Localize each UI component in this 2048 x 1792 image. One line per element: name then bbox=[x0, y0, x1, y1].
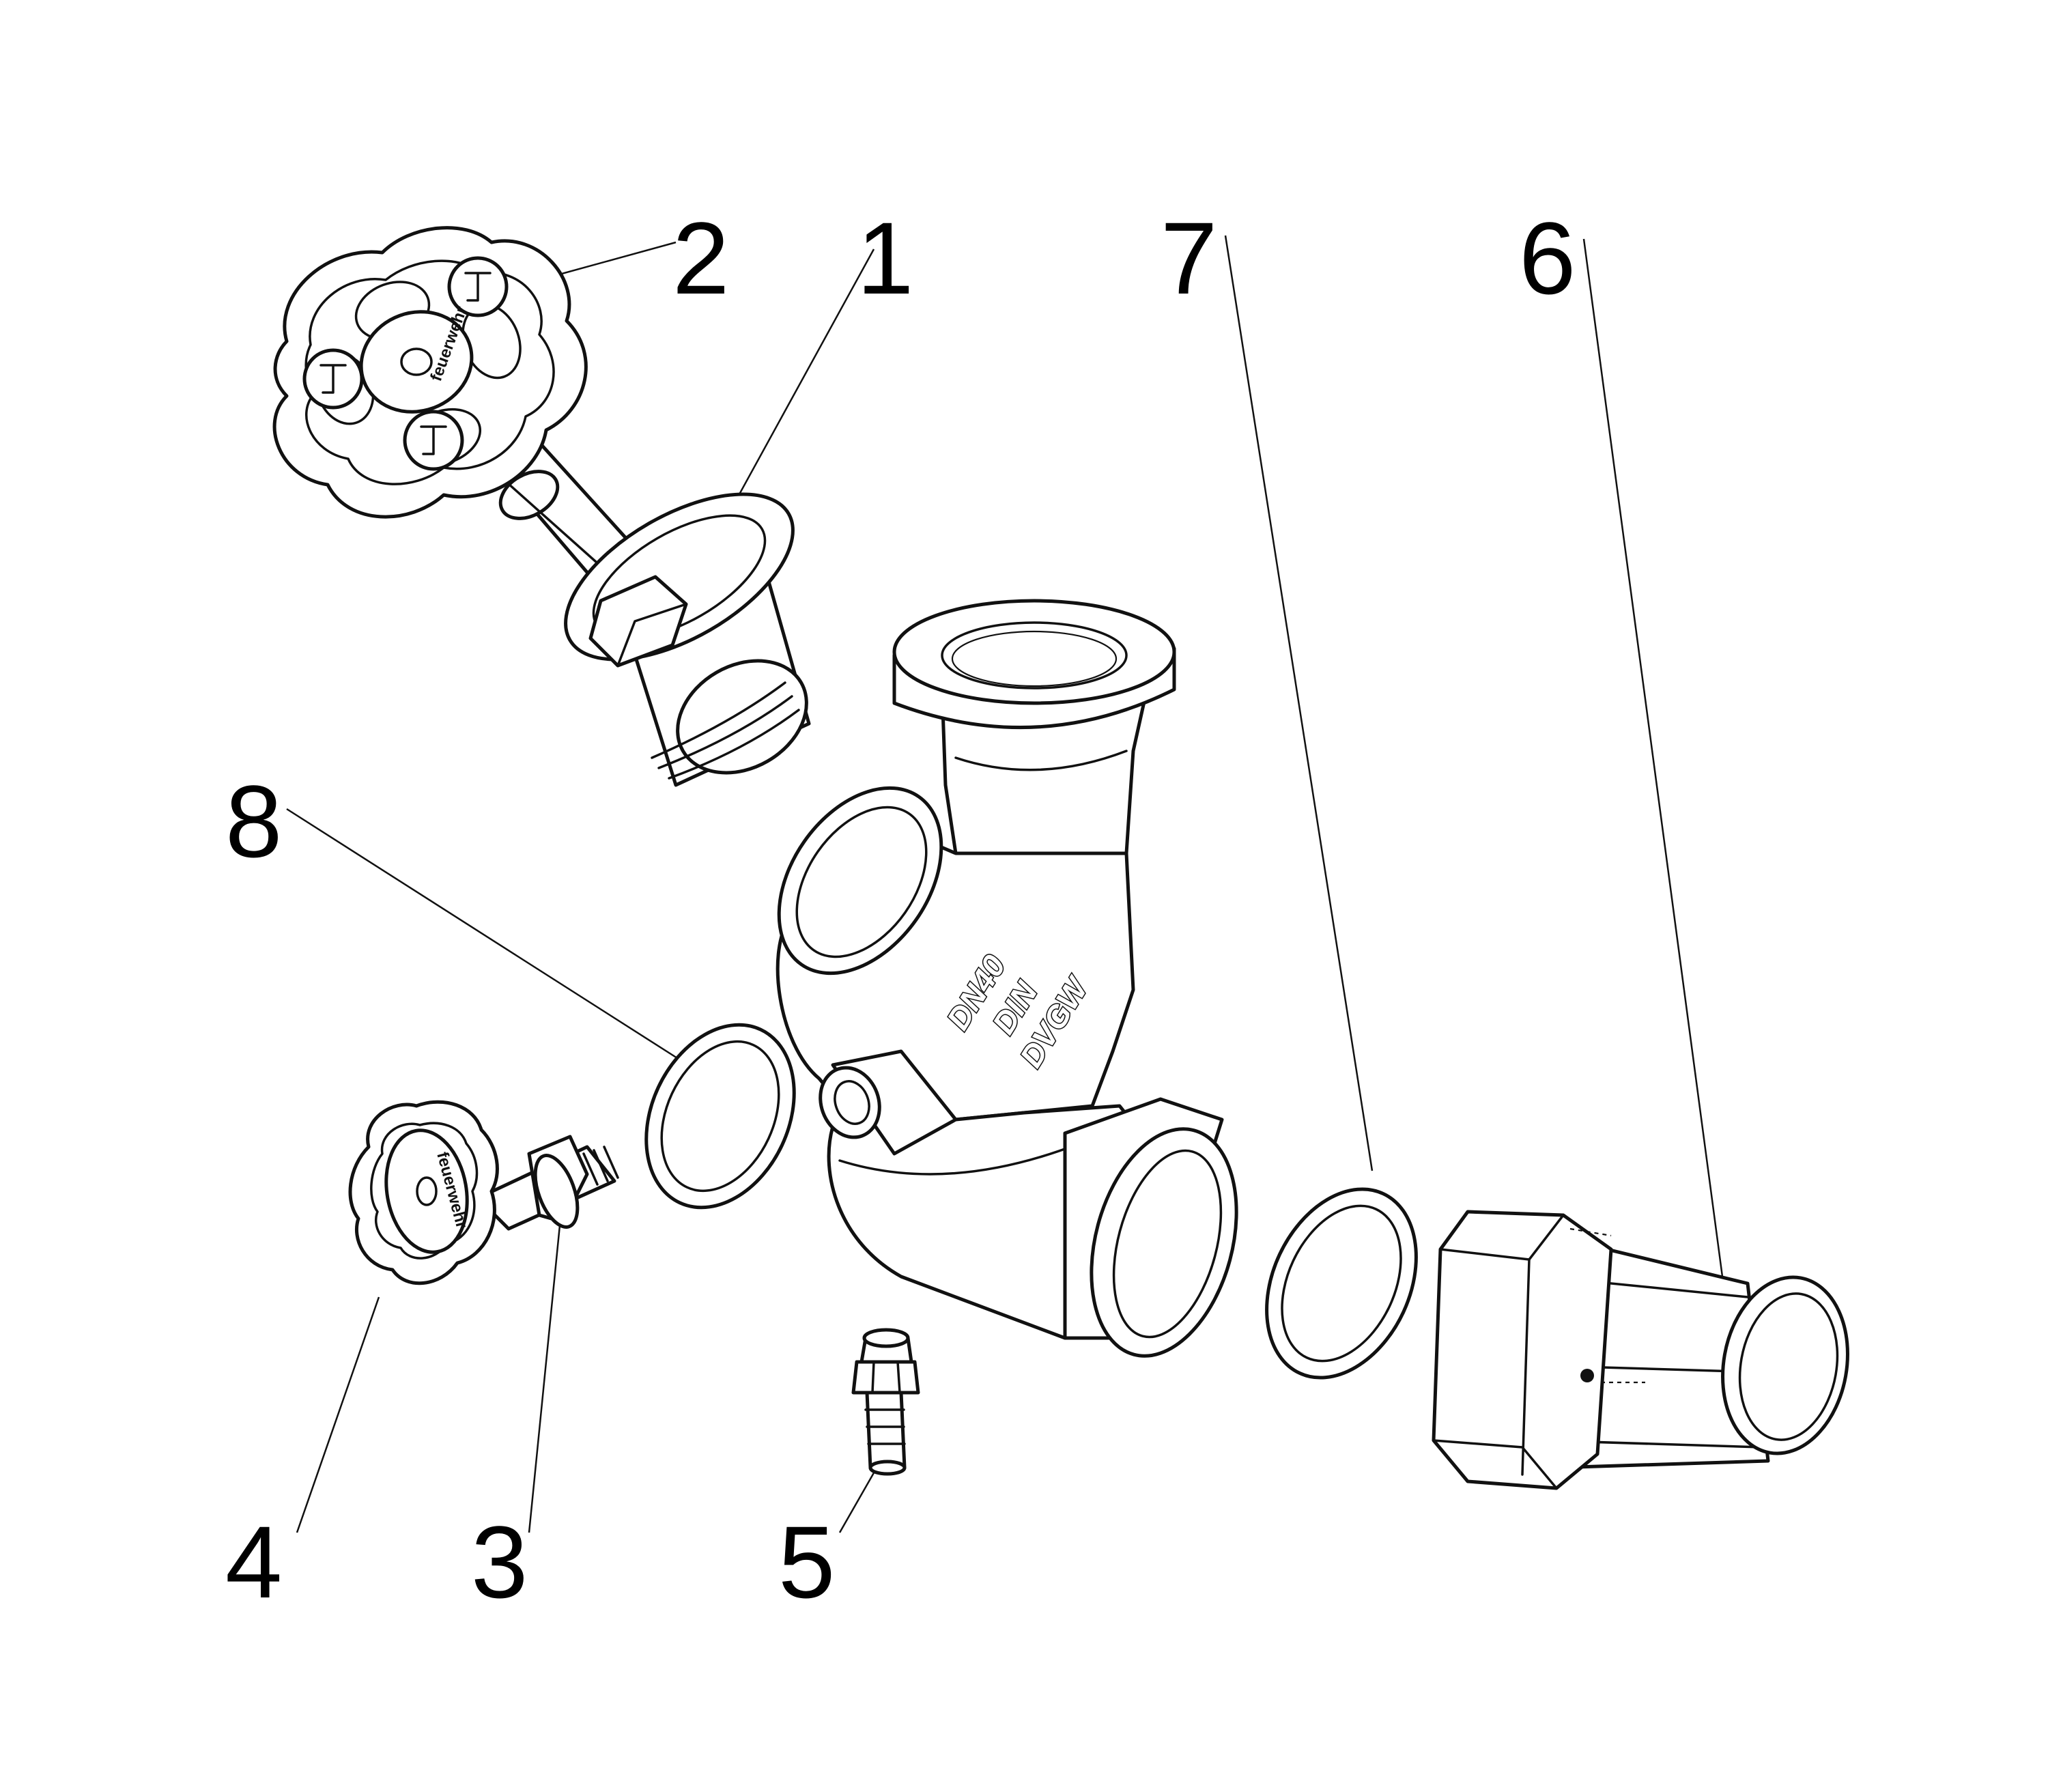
leader-line-1 bbox=[719, 248, 875, 530]
coupling-cap-inner bbox=[1738, 1292, 1839, 1441]
bonnet-thread-1 bbox=[651, 681, 786, 759]
handwheel-large-part-2: feuerwehr bbox=[272, 226, 588, 519]
spindle-thread-3 bbox=[603, 1146, 619, 1179]
small-valve-assembly: feuerwehr bbox=[348, 1100, 619, 1285]
coupling-hex-edge-3 bbox=[1432, 1439, 1558, 1490]
gasket-part-7 bbox=[1265, 1187, 1418, 1380]
handwheel-small-hub bbox=[384, 1128, 469, 1254]
valve-body: DN40 DIN DVGW bbox=[776, 599, 1238, 1358]
hex-nut-edge bbox=[616, 603, 687, 667]
callout-3: 3 bbox=[471, 1505, 528, 1619]
angled-outlet bbox=[777, 786, 943, 976]
handwheel-hub bbox=[359, 310, 474, 414]
leader-line-3 bbox=[528, 1225, 561, 1533]
callout-1: 1 bbox=[857, 201, 913, 315]
top-flange-bore bbox=[941, 621, 1128, 689]
gasket-7-outer bbox=[1265, 1187, 1418, 1380]
callout-labels: 1 2 7 6 8 4 3 5 bbox=[225, 201, 1576, 1619]
valve-bonnet-assembly: feuerwehr bbox=[272, 226, 811, 787]
handwheel-hub-center bbox=[400, 347, 433, 376]
emblem-glyph-1 bbox=[464, 272, 492, 302]
callout-4: 4 bbox=[225, 1505, 282, 1619]
hose-nipple-barb bbox=[865, 1391, 907, 1470]
emblem-glyph-3 bbox=[420, 425, 447, 455]
spindle-thread-1 bbox=[582, 1152, 599, 1186]
top-flange-bore-inner bbox=[951, 630, 1118, 687]
handwheel-rim-inner bbox=[304, 259, 555, 485]
callout-8: 8 bbox=[225, 764, 282, 879]
coupling-part-6 bbox=[1432, 1210, 1849, 1490]
callout-5: 5 bbox=[778, 1505, 835, 1619]
hose-nipple-part-5 bbox=[851, 1328, 920, 1476]
bonnet-part-1 bbox=[564, 492, 811, 787]
handwheel-small-hub-center bbox=[416, 1176, 438, 1206]
hose-nipple-opening bbox=[862, 1328, 910, 1348]
gasket-part-8 bbox=[644, 1023, 796, 1210]
gasket-8-inner bbox=[660, 1040, 780, 1193]
hose-nipple-hex-edge bbox=[871, 1361, 901, 1394]
emblem-glyph-2 bbox=[319, 364, 347, 394]
leader-line-4 bbox=[296, 1296, 380, 1533]
drain-port-inner bbox=[834, 1080, 870, 1125]
callout-7: 7 bbox=[1161, 201, 1217, 315]
bonnet-thread-2 bbox=[657, 695, 793, 769]
coupling-top-dashes bbox=[1569, 1227, 1612, 1237]
leader-line-7 bbox=[1224, 235, 1374, 1171]
coupling-hex-edge-2 bbox=[1521, 1258, 1531, 1476]
side-outlet-inner bbox=[1112, 1149, 1223, 1339]
angled-outlet-inner bbox=[795, 806, 928, 958]
bonnet-thread-3 bbox=[668, 709, 800, 780]
body-neck-edge bbox=[954, 750, 1128, 771]
coupling-mark-icon bbox=[1580, 1369, 1594, 1382]
hose-nipple-hex bbox=[851, 1360, 920, 1395]
leader-lines bbox=[286, 235, 1725, 1533]
small-valve-collar bbox=[533, 1154, 580, 1229]
gasket-8-outer bbox=[644, 1023, 796, 1210]
callout-2: 2 bbox=[672, 201, 729, 315]
hose-nipple-tip bbox=[868, 1460, 907, 1476]
gasket-7-inner bbox=[1281, 1204, 1402, 1363]
callout-6: 6 bbox=[1519, 201, 1576, 315]
spindle-thread-2 bbox=[593, 1149, 609, 1182]
leader-line-6 bbox=[1582, 238, 1725, 1288]
leader-line-8 bbox=[286, 808, 683, 1063]
handwheel-small-rim bbox=[370, 1122, 479, 1260]
side-outlet bbox=[1090, 1127, 1238, 1358]
